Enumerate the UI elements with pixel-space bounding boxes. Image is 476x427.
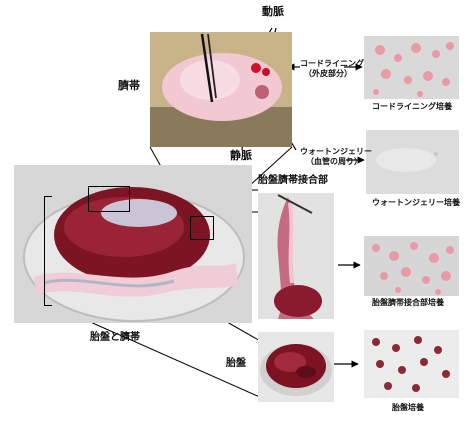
placenta-and-cord-photo — [14, 165, 252, 323]
cord-lining-culture-caption: コードライニング培養 — [372, 102, 452, 111]
umbilical-cord-photo — [150, 32, 292, 147]
junction-zoom-box — [88, 186, 130, 212]
junction-culture-caption: 胎盤臍帯接合部培養 — [372, 298, 444, 307]
wharton-label: ウォートンジェリー — [300, 147, 372, 156]
cord-lining-sublabel: （外皮部分） — [304, 69, 352, 78]
placenta-photo — [258, 332, 334, 402]
wharton-culture-caption: ウォートンジェリー培養 — [372, 198, 460, 207]
junction-label: 胎盤臍帯接合部 — [258, 175, 328, 186]
placenta-culture-photo — [364, 330, 459, 398]
artery-label: 動脈 — [262, 5, 284, 18]
cord-lining-culture-photo — [364, 36, 459, 99]
placenta-and-cord-label: 胎盤と臍帯 — [90, 332, 140, 343]
placenta-label: 胎盤 — [226, 358, 246, 369]
cord-zoom-box — [190, 216, 214, 240]
junction-culture-photo — [364, 236, 459, 296]
placenta-bracket — [44, 196, 52, 306]
wharton-culture-photo — [366, 130, 459, 194]
umbilical-cord-label: 臍帯 — [118, 79, 140, 92]
vein-label: 静脈 — [230, 149, 252, 162]
cord-lining-label: コードライニング — [300, 59, 364, 68]
wharton-sublabel: （血管の周り） — [306, 157, 362, 166]
junction-photo — [258, 193, 334, 319]
placenta-culture-caption: 胎盤培養 — [392, 403, 424, 412]
